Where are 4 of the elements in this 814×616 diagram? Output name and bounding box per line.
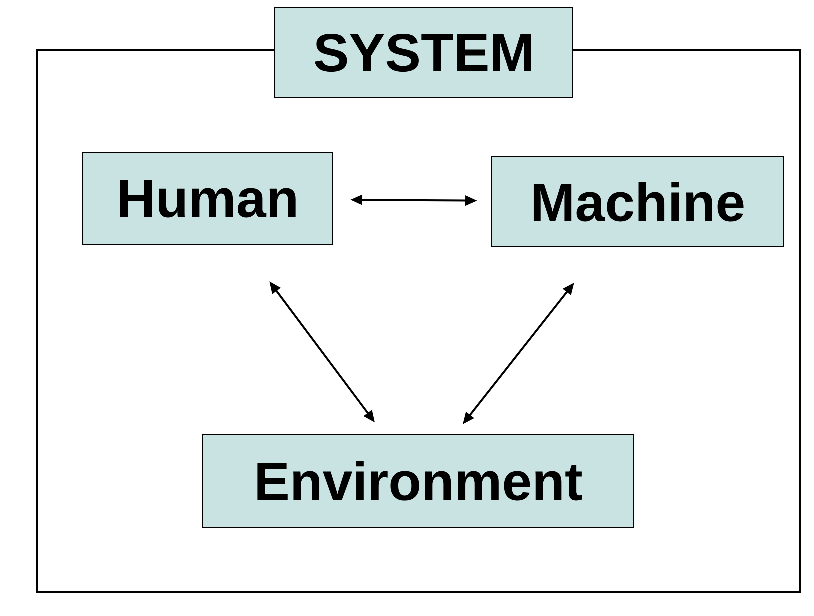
text-box: Machine — [492, 156, 784, 248]
text-box: Environment — [202, 434, 634, 528]
heading-box: SYSTEM — [274, 8, 574, 98]
text-box: Human — [82, 152, 334, 246]
